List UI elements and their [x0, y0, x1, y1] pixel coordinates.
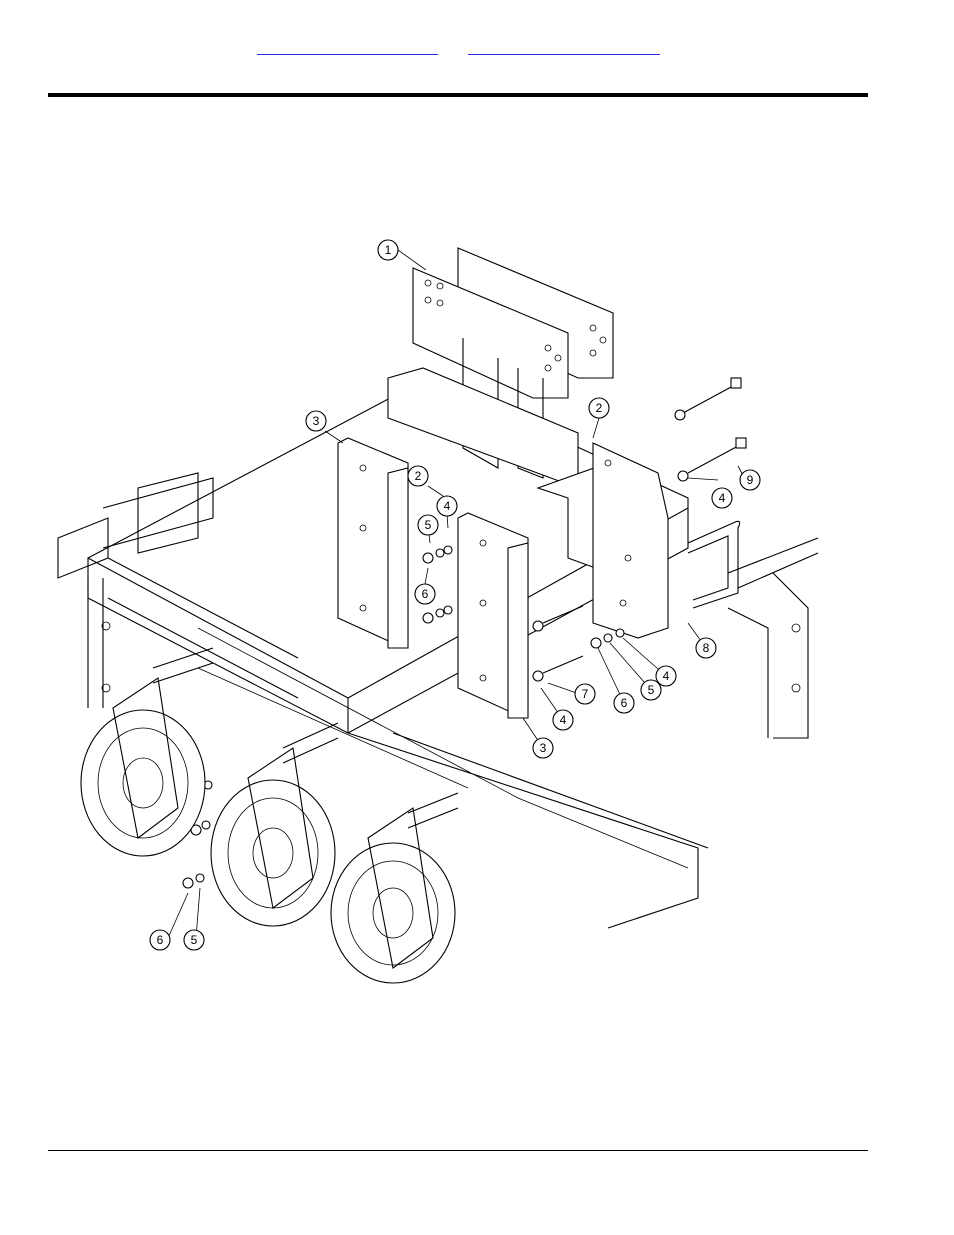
- coulter-wheel-3: [331, 808, 455, 983]
- svg-text:1: 1: [385, 243, 392, 257]
- callout-2-center: 2: [408, 466, 428, 486]
- header-link-1[interactable]: [257, 42, 438, 55]
- footer-rule: [48, 1150, 868, 1151]
- svg-text:5: 5: [648, 683, 655, 697]
- callout-6-center: 6: [415, 584, 435, 604]
- callout-5-lower-right: 5: [641, 680, 661, 700]
- parts-diagram: 1 2 3 2 4 5 6 9 4 8 4 5 6 7 4 3 6 5: [48, 228, 828, 988]
- row-unit-frame: [58, 473, 298, 708]
- callout-2-right: 2: [589, 398, 609, 418]
- callout-9: 9: [740, 470, 760, 490]
- svg-text:6: 6: [157, 933, 164, 947]
- svg-text:5: 5: [191, 933, 198, 947]
- header-link-2[interactable]: [468, 42, 660, 55]
- callout-7: 7: [575, 684, 595, 704]
- callout-3-upper: 3: [306, 411, 326, 431]
- svg-text:8: 8: [703, 641, 710, 655]
- callout-6-lower-left: 6: [150, 930, 170, 950]
- callout-3-lower: 3: [533, 738, 553, 758]
- u-bolt: [688, 521, 740, 608]
- header-rule: [48, 93, 868, 97]
- svg-text:4: 4: [444, 499, 451, 513]
- svg-text:5: 5: [425, 518, 432, 532]
- svg-text:7: 7: [582, 687, 589, 701]
- callout-6-lower-right: 6: [614, 693, 634, 713]
- svg-text:4: 4: [719, 491, 726, 505]
- callout-4-lower-right: 4: [656, 666, 676, 686]
- callout-1: 1: [378, 240, 398, 260]
- svg-text:9: 9: [747, 473, 754, 487]
- callout-4-right: 4: [712, 488, 732, 508]
- left-brackets: [338, 438, 528, 718]
- svg-text:6: 6: [422, 587, 429, 601]
- callout-8: 8: [696, 638, 716, 658]
- right-frame: [728, 538, 818, 738]
- callout-5-lower-left: 5: [184, 930, 204, 950]
- svg-text:2: 2: [415, 469, 422, 483]
- svg-text:4: 4: [663, 669, 670, 683]
- callout-4-lower: 4: [553, 710, 573, 730]
- coulter-wheel-2: [211, 748, 335, 926]
- svg-text:3: 3: [313, 414, 320, 428]
- callout-4-center: 4: [437, 496, 457, 516]
- right-bracket: [593, 443, 668, 638]
- svg-text:2: 2: [596, 401, 603, 415]
- svg-text:6: 6: [621, 696, 628, 710]
- coulter-wheel-1: [81, 678, 205, 856]
- svg-text:3: 3: [540, 741, 547, 755]
- svg-text:4: 4: [560, 713, 567, 727]
- callout-5-center: 5: [418, 515, 438, 535]
